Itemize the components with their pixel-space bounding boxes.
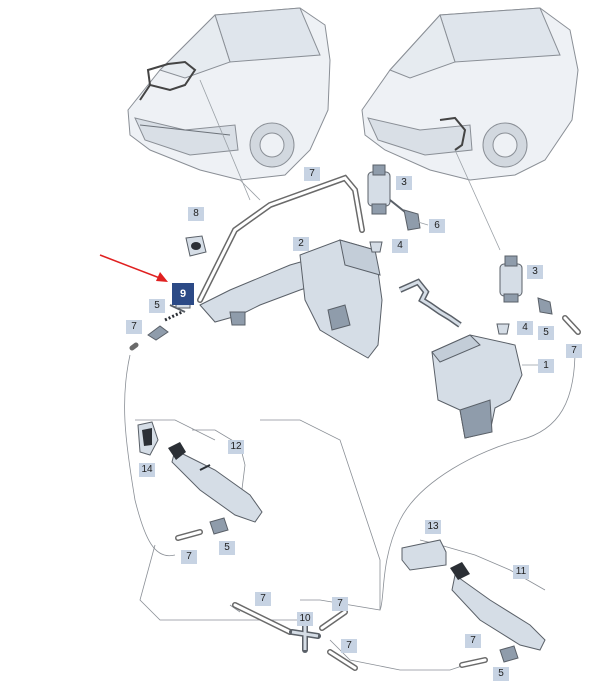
part-10-t-piece [289, 622, 321, 653]
part-6-connector [403, 209, 421, 231]
washer-reservoir-right [398, 278, 523, 439]
callout-11: 11 [513, 565, 529, 579]
part-7-hose-left [129, 342, 139, 351]
callout-7-top: 7 [304, 167, 320, 181]
callout-7-bottom-a: 7 [332, 597, 348, 611]
part-13-sensor [401, 539, 447, 571]
callout-14: 14 [139, 463, 155, 477]
part-5-connector-right [537, 297, 553, 315]
part-7-hose-bottom-right [459, 657, 488, 668]
callout-4-right: 4 [517, 321, 533, 335]
part-8-clip [185, 235, 207, 257]
callout-7-right: 7 [566, 344, 582, 358]
callout-5-right: 5 [538, 326, 554, 340]
part-4-grommet-top [369, 241, 383, 253]
part-7-hose-bottom-long [232, 602, 293, 635]
part-3-pump-right [499, 255, 523, 303]
right-car-illustration [361, 7, 579, 181]
callout-7-bottom-right: 7 [465, 634, 481, 648]
part-5-connector-mid [209, 517, 229, 535]
callout-7-bottom-b: 7 [341, 639, 357, 653]
callout-4-top: 4 [392, 239, 408, 253]
part-11-nozzle-right [450, 562, 546, 651]
callout-10: 10 [297, 612, 313, 626]
callout-8: 8 [188, 207, 204, 221]
left-car-illustration [127, 7, 331, 181]
callout-7-left: 7 [126, 320, 142, 334]
callout-6: 6 [429, 219, 445, 233]
part-5-connector-left [147, 325, 169, 341]
part-7-hose-bottom-a [319, 609, 348, 631]
callout-12: 12 [228, 440, 244, 454]
part-7-hose-mid-left [175, 529, 203, 541]
part-4-grommet-right [496, 323, 510, 335]
callout-3-top: 3 [396, 176, 412, 190]
callout-5-left: 5 [149, 299, 165, 313]
callout-1: 1 [538, 359, 554, 373]
part-3-pump-top [367, 164, 406, 215]
callout-7-bottom-long: 7 [255, 592, 271, 606]
part-7-hose-right [562, 315, 581, 335]
callout-9-highlighted: 9 [172, 283, 194, 305]
callout-5-mid: 5 [219, 541, 235, 555]
part-12-nozzle-left [168, 442, 263, 523]
callout-7-mid-left: 7 [181, 550, 197, 564]
callout-3-right: 3 [527, 265, 543, 279]
red-pointer-arrow [99, 254, 168, 282]
callout-5-bottom-right: 5 [493, 667, 509, 681]
callout-13: 13 [425, 520, 441, 534]
part-5-connector-bottom-right [499, 645, 519, 663]
washer-reservoir-center [299, 239, 383, 359]
part-14-bracket [137, 421, 159, 456]
part-7-hose-bottom-b [327, 649, 358, 671]
callout-2: 2 [293, 237, 309, 251]
